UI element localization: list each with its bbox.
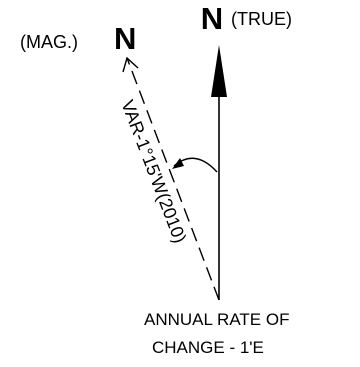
magnetic-north-line [126, 57, 220, 301]
annual-rate-line-1: ANNUAL RATE OF [144, 310, 289, 329]
variation-arc-arrowhead [172, 158, 184, 169]
true-north-arrowhead [211, 45, 227, 97]
true-north-symbol: N [201, 1, 223, 36]
annual-rate-line-2: CHANGE - 1'E [152, 338, 264, 357]
true-north-label: (TRUE) [231, 9, 292, 29]
magnetic-north-label: (MAG.) [20, 32, 78, 52]
variation-label: VAR-1°15'W(2010) [117, 97, 190, 245]
magnetic-north-arrowhead [122, 56, 139, 73]
magnetic-north-symbol: N [114, 21, 136, 56]
